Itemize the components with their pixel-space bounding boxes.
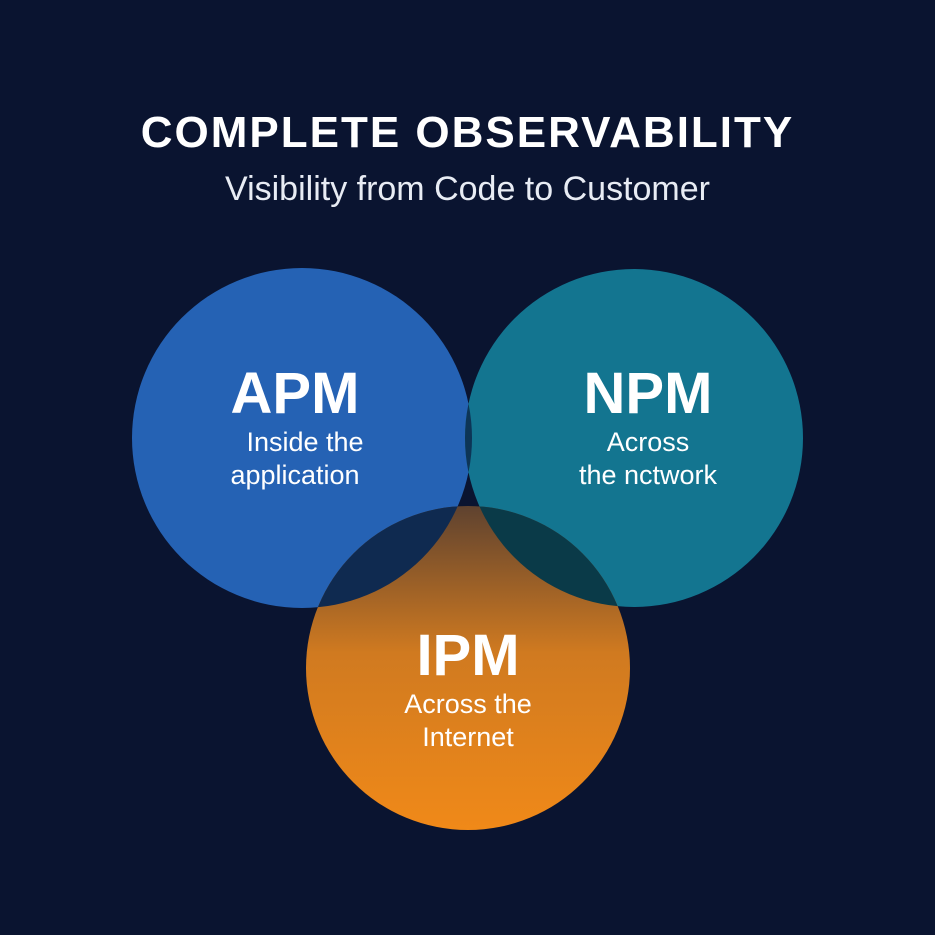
apm-label: APM Inside the application [145, 362, 445, 492]
ipm-title: IPM [416, 623, 520, 688]
npm-circle [465, 269, 803, 607]
npm-line2: the nctwork [578, 460, 718, 490]
apm-line1: Inside the [246, 427, 364, 457]
apm-circle [132, 268, 472, 608]
ipm-line2: Internet [422, 722, 514, 752]
page-subtitle: Visibility from Code to Customer [225, 170, 710, 208]
npm-label: NPM Across the nctwork [498, 362, 798, 492]
apm-line2: application [230, 460, 360, 490]
ipm-line1: Across the [404, 689, 532, 719]
ipm-label: IPM Across the Internet [318, 624, 618, 754]
apm-title: APM [230, 361, 360, 426]
npm-line1: Across [606, 427, 690, 457]
page-title: COMPLETE OBSERVABILITY [140, 108, 795, 157]
npm-title: NPM [583, 361, 713, 426]
